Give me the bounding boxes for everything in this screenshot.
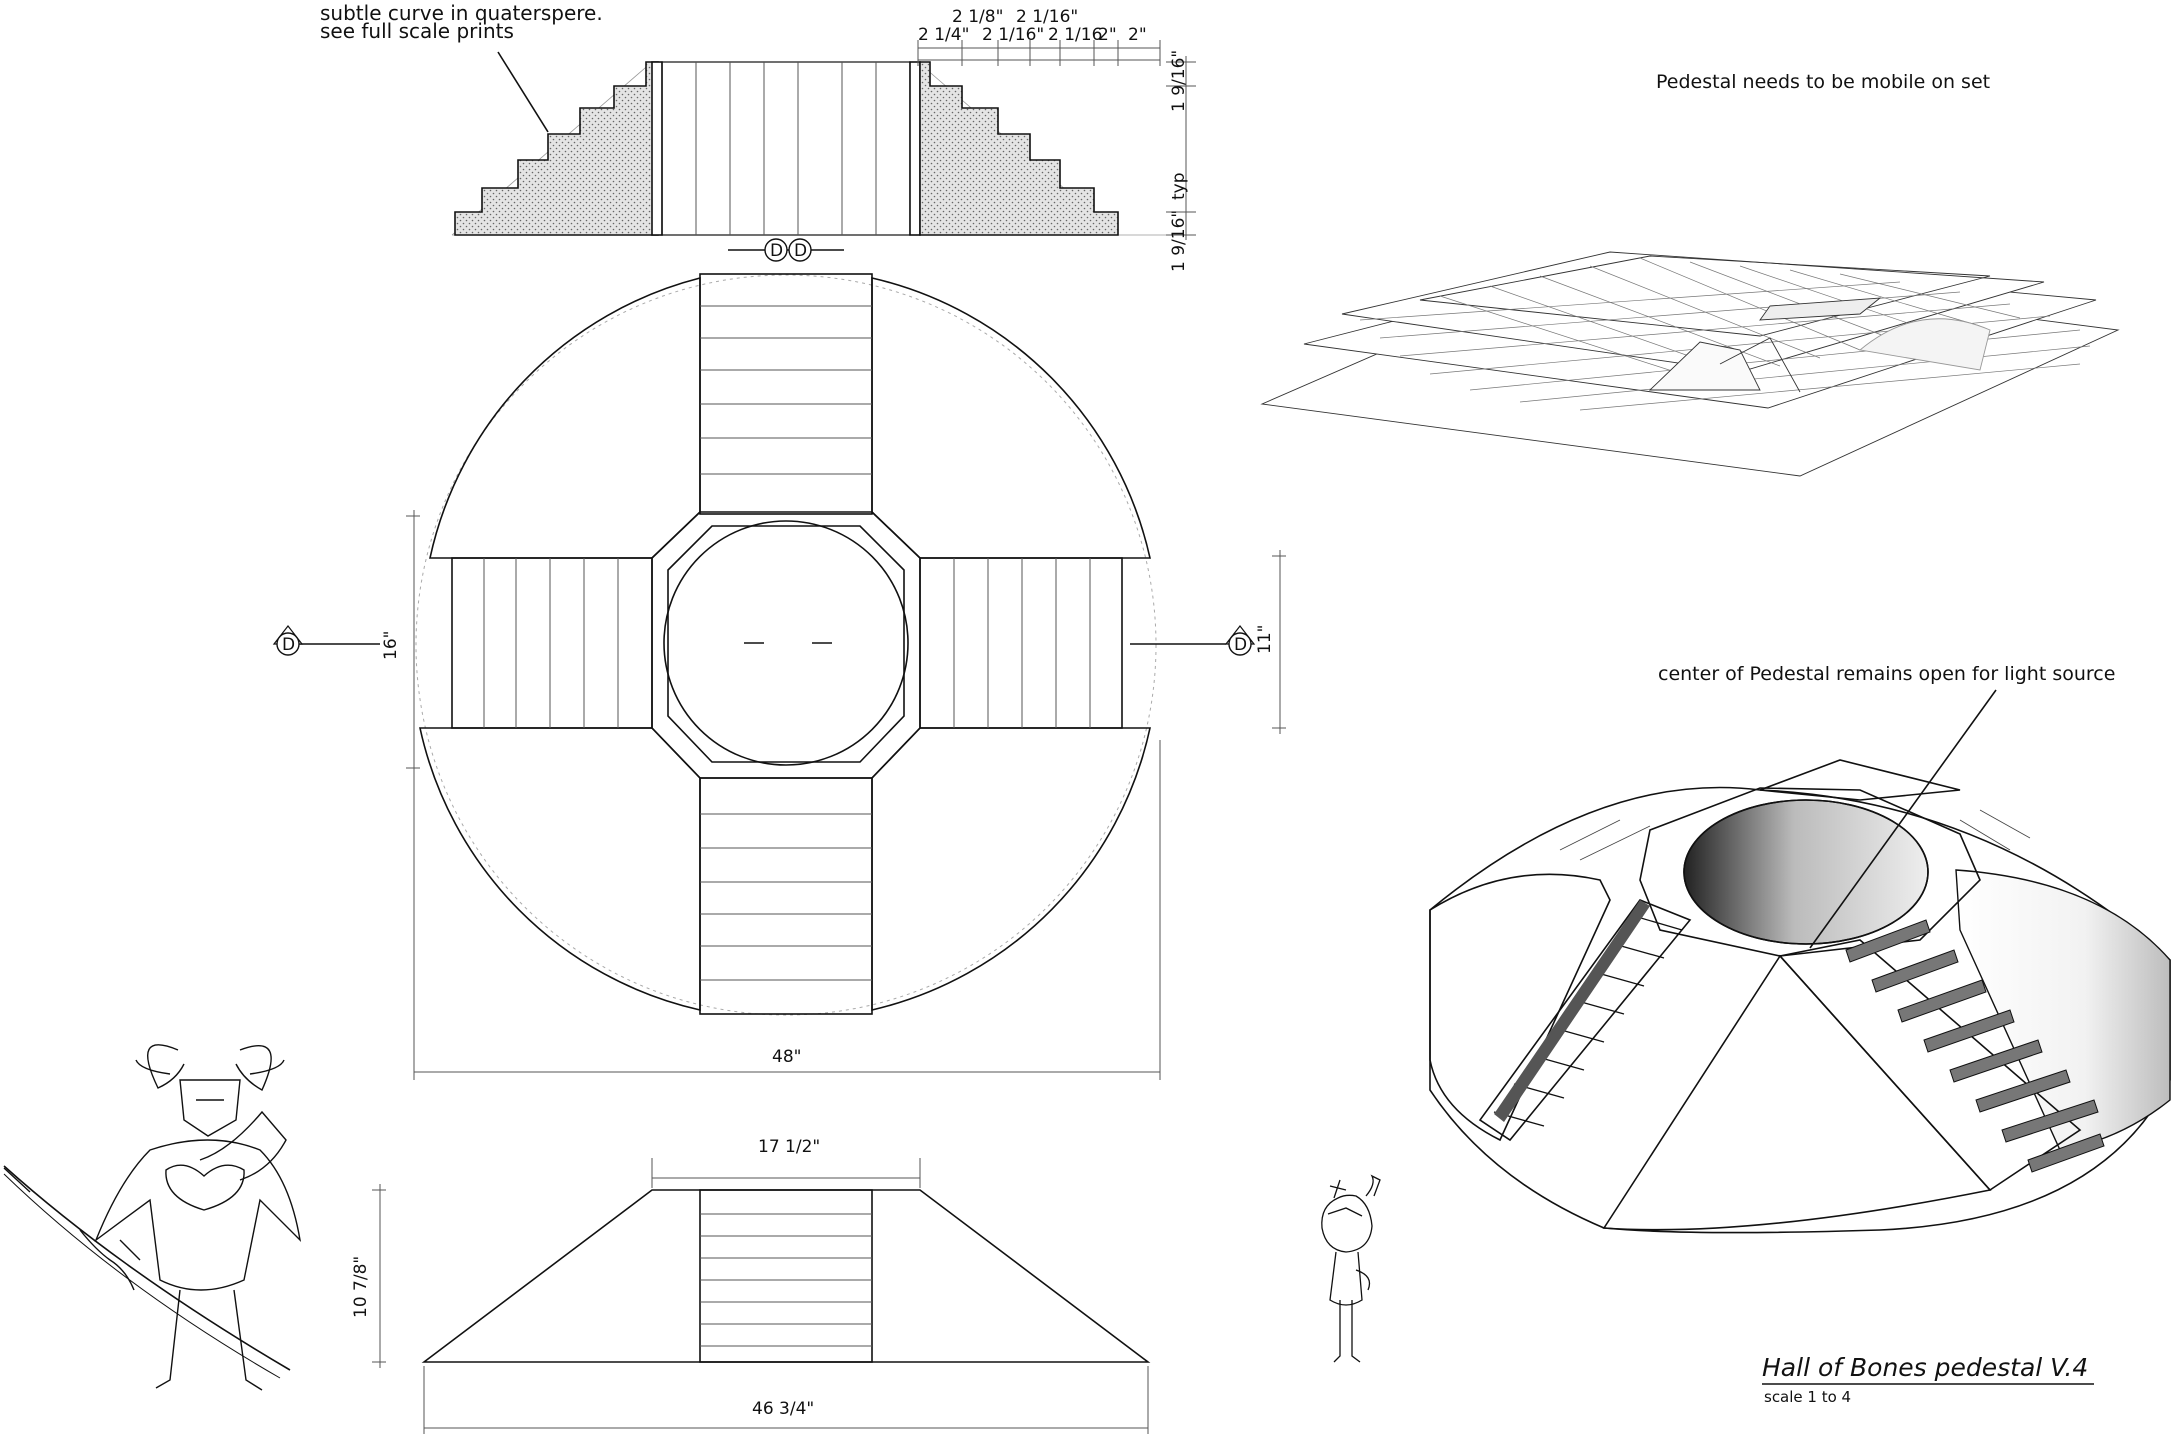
dim-top-2-1-4: 2 1/4" bbox=[918, 25, 969, 45]
dim-top-2-1-16-c: 2 1/16 bbox=[1048, 25, 1102, 45]
iso-top-ring bbox=[1639, 787, 1981, 957]
iso-center-opening bbox=[1683, 799, 1929, 945]
mobile-note: Pedestal needs to be mobile on set bbox=[1656, 71, 1990, 93]
title-text: Hall of Bones pedestal V.4 bbox=[1762, 1353, 2088, 1382]
plan-center-opening bbox=[663, 520, 909, 766]
dim-plan-48: 48" bbox=[772, 1047, 801, 1067]
dim-top-2-1-16-b: 2 1/16" bbox=[982, 25, 1044, 45]
plan-quadrant-sw bbox=[419, 727, 701, 1012]
center-note-leader bbox=[1809, 689, 1997, 949]
front-elevation: 17 1/2" 10 7/8" 46 3/4" bbox=[351, 1137, 1151, 1434]
curve-note-leader bbox=[497, 51, 549, 133]
plan-view: 16" 11" 48" D D D D bbox=[272, 238, 1286, 1080]
curve-note-line1: subtle curve in quaterspere. bbox=[320, 1, 603, 25]
pedestal-isometric bbox=[1429, 689, 2171, 1234]
section-marker-right: D bbox=[1130, 625, 1256, 656]
svg-text:D: D bbox=[770, 241, 783, 261]
svg-text:D: D bbox=[794, 241, 807, 261]
dim-top-2-b: 2" bbox=[1128, 25, 1147, 45]
iso-front-wedge bbox=[1602, 954, 1992, 1231]
plan-stair-south bbox=[699, 777, 873, 1015]
title-block: Hall of Bones pedestal V.4 scale 1 to 4 bbox=[1762, 1353, 2094, 1406]
dim-rise-top: 1 9/16" bbox=[1169, 50, 1189, 112]
section-marker-left: D bbox=[272, 625, 380, 656]
section-center-boards bbox=[661, 61, 911, 236]
left-step-profile bbox=[454, 61, 659, 236]
plan-quadrant-ne bbox=[871, 276, 1151, 559]
dim-plan-11: 11" bbox=[1255, 625, 1275, 654]
plan-octagon-inner bbox=[667, 525, 905, 763]
right-step-profile bbox=[919, 61, 1119, 236]
center-note: center of Pedestal remains open for ligh… bbox=[1658, 663, 2115, 685]
iso-stair-left bbox=[1478, 899, 1692, 1142]
plan-quadrant-se bbox=[871, 727, 1151, 1012]
curve-note-line2: see full scale prints bbox=[320, 19, 514, 43]
svg-text:D: D bbox=[1234, 635, 1247, 655]
scale-text: scale 1 to 4 bbox=[1764, 1388, 1851, 1406]
dim-elev-17-1-2: 17 1/2" bbox=[758, 1137, 820, 1157]
section-view: 2 1/8" 2 1/16" 2 1/4" 2 1/16" 2 1/16 2" … bbox=[451, 7, 1196, 272]
iso-left-quadrant bbox=[1429, 873, 1611, 1142]
set-perspective bbox=[1260, 251, 2120, 477]
plan-stair-east bbox=[919, 557, 1123, 729]
warrior-figure bbox=[3, 1044, 302, 1391]
dim-top-2-1-16-a: 2 1/16" bbox=[1016, 7, 1078, 27]
plan-quadrant-nw bbox=[429, 276, 701, 559]
dim-elev-10-7-8: 10 7/8" bbox=[351, 1256, 371, 1318]
plan-stair-north bbox=[699, 273, 873, 515]
dim-rise-bottom: 1 9/16" bbox=[1169, 210, 1189, 272]
dim-top-2-a: 2" bbox=[1098, 25, 1117, 45]
dim-rise-typ: typ bbox=[1169, 172, 1189, 200]
kid-figure bbox=[1321, 1174, 1381, 1363]
plan-stair-west bbox=[451, 557, 653, 729]
section-marker-top: D D bbox=[728, 238, 844, 262]
elevation-stair bbox=[699, 1189, 873, 1363]
svg-text:D: D bbox=[282, 635, 295, 655]
plan-octagon-outer bbox=[651, 511, 921, 779]
dim-top-2-1-8: 2 1/8" bbox=[952, 7, 1003, 27]
dim-plan-16: 16" bbox=[381, 631, 401, 660]
dim-elev-46-3-4: 46 3/4" bbox=[752, 1399, 814, 1419]
